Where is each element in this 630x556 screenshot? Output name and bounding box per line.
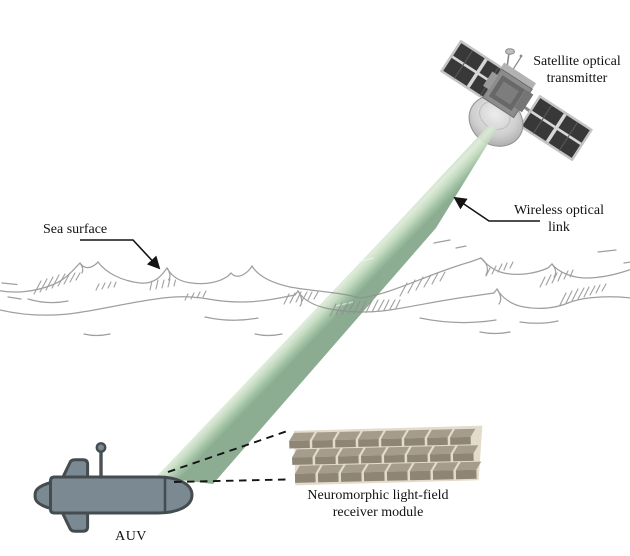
module-callout-dashes — [167, 430, 287, 483]
auv-label: AUV — [115, 529, 147, 544]
solar-panel-right-icon — [519, 95, 593, 161]
receiver-module-label-line1: Neuromorphic light-field — [307, 488, 449, 503]
receiver-module-grid — [289, 425, 483, 486]
sea-waves-illustration — [0, 239, 630, 337]
wireless-link-arrow — [453, 196, 540, 222]
satellite-transmitter-label: Satellite optical transmitter — [512, 54, 630, 87]
receiver-module-label-line2: receiver module — [332, 504, 424, 520]
wireless-link-label-line1: Wireless optical — [513, 203, 604, 218]
beam-cone — [156, 125, 497, 484]
sea-surface-label: Sea surface — [43, 222, 108, 237]
satellite-body-icon — [481, 62, 537, 119]
auv-antenna-icon — [95, 442, 107, 478]
satellite-transmitter-label-line1: Satellite optical — [533, 54, 621, 69]
satellite-transmitter-label-line2: transmitter — [546, 70, 608, 86]
optical-beam — [156, 125, 497, 484]
auv-hull-icon — [49, 475, 194, 515]
wireless-link-label: Wireless optical link — [500, 203, 618, 236]
auv-top-fin-icon — [60, 458, 90, 481]
auv-illustration — [33, 442, 194, 533]
auv-bottom-fin-icon — [60, 510, 90, 533]
receiver-module-label: Neuromorphic light-field receiver module — [292, 488, 464, 521]
annotation-lines — [80, 196, 540, 483]
sea-surface-arrow — [80, 239, 161, 270]
wireless-link-label-line2: link — [548, 219, 570, 235]
